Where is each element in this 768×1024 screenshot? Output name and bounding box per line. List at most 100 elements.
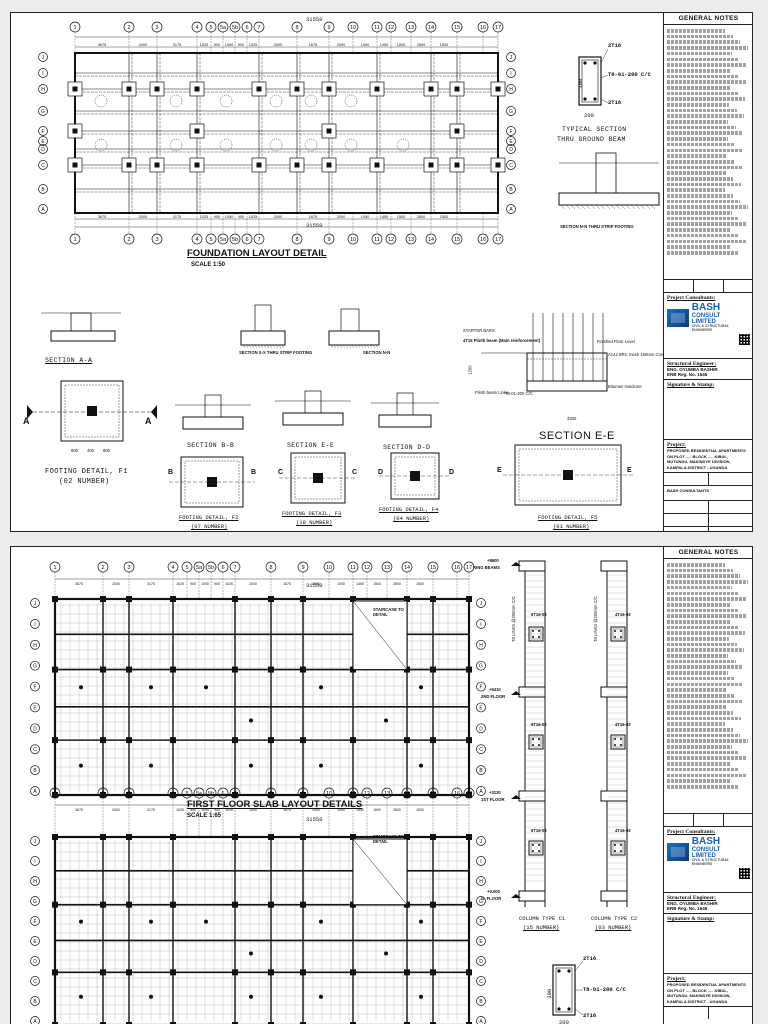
grid-label-side-right: B bbox=[479, 768, 483, 774]
grid-label-side: H bbox=[33, 879, 37, 885]
grid-label-bottom: 2 bbox=[127, 237, 130, 243]
dim-value-bottom: 2800 bbox=[417, 215, 425, 219]
grid-label-side-right: D bbox=[479, 726, 483, 732]
grid-label-bottom: 6 bbox=[245, 237, 248, 243]
grid-bubble-side-right bbox=[476, 836, 486, 846]
dim-value-bottom: 900 bbox=[214, 215, 220, 219]
grid-label-top: 12 bbox=[388, 25, 394, 31]
grid-label-bottom: 16 bbox=[480, 237, 486, 243]
grid-label: 4 bbox=[171, 791, 174, 797]
engineer-reg-2: ERB Reg. No. 1646 bbox=[667, 906, 708, 911]
grid-label-bottom: 13 bbox=[408, 237, 414, 243]
dim-value-top: 1050 bbox=[225, 43, 233, 47]
column bbox=[268, 969, 274, 976]
project-text: PROPOSED RESIDENTIAL APARTMENTS ON PLOT … bbox=[667, 448, 746, 470]
column bbox=[170, 596, 176, 602]
grid-bubble-bottom bbox=[229, 233, 241, 245]
hardcore-hatch bbox=[396, 138, 410, 152]
grid-bubble-side bbox=[38, 136, 48, 146]
hatch bbox=[615, 204, 621, 210]
hatch bbox=[360, 344, 364, 349]
revision-row bbox=[664, 279, 752, 292]
column bbox=[126, 834, 132, 840]
grid-label-side: A bbox=[41, 207, 45, 213]
grid-label: 9 bbox=[301, 565, 304, 571]
dim-value: 2800 bbox=[393, 582, 401, 586]
grid-label-side-right: E bbox=[479, 939, 483, 945]
dim-value: 1500 bbox=[373, 582, 381, 586]
hatch bbox=[570, 204, 576, 210]
grid-label-top: 1 bbox=[73, 25, 76, 31]
hatch bbox=[336, 344, 340, 349]
slab-marker bbox=[319, 685, 323, 690]
staircase-diagonal bbox=[352, 838, 408, 905]
column bbox=[300, 596, 306, 602]
slab-marker bbox=[79, 763, 83, 768]
grid-bubble-side-right bbox=[506, 52, 516, 62]
ee-note-links: T8-01-200 C/C bbox=[505, 391, 533, 396]
f4-mark-right: D bbox=[449, 469, 455, 476]
grid-label-bottom: 5a bbox=[220, 237, 227, 243]
grid-bubble-side bbox=[38, 52, 48, 62]
dim-value: 900 bbox=[190, 582, 196, 586]
grid-bubble-side bbox=[30, 723, 40, 734]
section-bb-caption: SECTION B-B bbox=[187, 442, 235, 449]
column bbox=[52, 737, 58, 744]
firm-name-3b: LIMITED bbox=[691, 853, 716, 859]
dim-value-bottom: 1050 bbox=[361, 215, 369, 219]
project-label-2: Project: bbox=[667, 976, 686, 982]
column bbox=[170, 834, 176, 840]
grid-bubble-bottom bbox=[451, 233, 463, 245]
grid-label-side: B bbox=[33, 768, 37, 774]
engineer-box: Structural Engineer: ENG. OYUMBA BASHIR … bbox=[664, 358, 752, 379]
column bbox=[430, 737, 436, 744]
grid-bubble-side-right bbox=[476, 723, 486, 734]
hatch bbox=[339, 344, 343, 349]
firm-subtitle: CIVIL & STRUCTURAL ENGINEERS bbox=[691, 324, 729, 332]
dim-value-bottom: 3675 bbox=[98, 215, 106, 219]
grid-label-bottom: 15 bbox=[454, 237, 460, 243]
dim-value: 1025 bbox=[225, 808, 233, 812]
dim-value: 1675 bbox=[283, 808, 291, 812]
info-row-2 bbox=[664, 500, 752, 513]
grid-label-side: E bbox=[33, 939, 37, 945]
dim-value: 1500 bbox=[373, 808, 381, 812]
grid-bubble-side bbox=[30, 681, 40, 692]
dim-value-top: 1500 bbox=[397, 43, 405, 47]
column bbox=[52, 596, 58, 602]
dim-value: 2000 bbox=[112, 582, 120, 586]
grid-bubble-side bbox=[30, 744, 40, 755]
ee-dim-height: 1200 bbox=[467, 365, 473, 375]
column bbox=[466, 901, 472, 908]
plan-scale: SCALE 1:50 bbox=[191, 262, 226, 268]
grid-label: 10 bbox=[326, 791, 332, 797]
grid-bubble-side-right bbox=[476, 619, 486, 629]
dim-value-bottom: 2000 bbox=[139, 215, 147, 219]
f4-count: (04 NUMBER) bbox=[393, 515, 430, 522]
staircase-diagonal bbox=[352, 600, 408, 670]
grid-label-side: E bbox=[41, 139, 45, 145]
rebar-dot bbox=[620, 630, 622, 632]
grid-bubble-side-right bbox=[506, 160, 516, 170]
grid-bubble-bottom bbox=[371, 233, 383, 245]
grid-bubble-bottom bbox=[123, 233, 135, 245]
level-g-label: G. FLOOR bbox=[481, 896, 502, 901]
project-box: Project: PROPOSED RESIDENTIAL APARTMENTS… bbox=[664, 439, 752, 472]
c2-bars-2: 4T16-03 bbox=[615, 722, 631, 727]
dim-value-bottom: 3175 bbox=[173, 215, 181, 219]
grid-label-top: 3 bbox=[155, 25, 158, 31]
grid-label: 3 bbox=[127, 791, 130, 797]
hatch bbox=[333, 344, 337, 349]
grid-bubble-side-right bbox=[476, 660, 486, 671]
section-xx-caption: SECTION X-X THRU STRIP FOOTING bbox=[239, 350, 313, 355]
grid-label-side-right: C bbox=[479, 747, 483, 753]
beam2-depth: 300 bbox=[546, 988, 554, 999]
column-section-link bbox=[530, 628, 542, 640]
dim-value: 1025 bbox=[176, 582, 184, 586]
column bbox=[404, 834, 410, 840]
grid-bubble-side-right bbox=[506, 68, 516, 78]
hardcore-hatch bbox=[219, 138, 233, 152]
grid-label-side: H bbox=[33, 643, 37, 649]
